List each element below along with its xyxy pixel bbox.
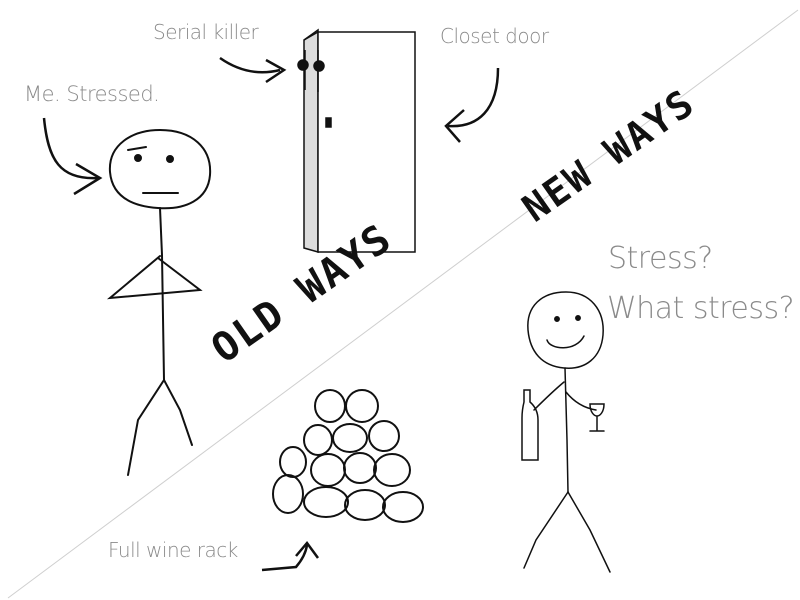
wine-bottle-end: [382, 491, 424, 523]
wine-bottle-end: [344, 489, 386, 521]
relaxed-body: [564, 367, 569, 493]
relaxed-left-leg: [523, 491, 569, 569]
stressed-body: [159, 207, 165, 381]
stressed-right-eye: [166, 155, 174, 163]
wine-bottle-end: [373, 453, 411, 487]
stressed-stick-figure: [106, 128, 212, 476]
closet-top-edge: [303, 31, 319, 41]
what-stress-label: What stress?: [607, 291, 795, 326]
stressed-left-brow: [127, 146, 147, 151]
relaxed-left-eye: [554, 316, 560, 322]
relaxed-left-arm: [533, 381, 565, 411]
closet-door-handle: [325, 117, 332, 128]
relaxed-right-arm: [565, 391, 597, 411]
wine-bottle-end: [332, 423, 368, 453]
closet-door-label: Closet door: [440, 24, 549, 48]
stressed-crossed-arms: [106, 255, 203, 300]
closet-front-panel: [317, 31, 416, 253]
wine-bottle-end: [279, 446, 307, 478]
relaxed-right-leg: [567, 491, 611, 573]
wine-bottle-end: [310, 453, 346, 487]
me-stressed-arrowhead: [73, 162, 103, 196]
killer-right-eye: [313, 60, 325, 72]
wine-rack-arrowhead: [295, 540, 320, 559]
wine-bottle-end: [303, 486, 349, 518]
stressed-left-leg: [127, 379, 165, 476]
relaxed-head: [527, 291, 604, 369]
serial-killer-peeking: [297, 50, 325, 92]
wine-bottle-end: [314, 389, 346, 423]
killer-left-eye: [297, 59, 309, 71]
wine-bottle: [521, 389, 539, 461]
wine-bottle-end: [345, 389, 379, 423]
me-stressed-arrow: [42, 117, 99, 180]
wine-bottle-end: [343, 452, 377, 484]
diagonal-divider: [7, 9, 799, 599]
closet-door-arrow: [447, 67, 500, 128]
stressed-right-leg: [163, 379, 193, 446]
relaxed-stick-figure: [521, 291, 611, 573]
closet-door: [303, 28, 416, 253]
full-wine-rack-label: Full wine rack: [108, 538, 238, 562]
relaxed-smile: [546, 335, 585, 349]
wine-bottle-end: [303, 424, 333, 456]
serial-killer-arrow: [219, 56, 281, 74]
serial-killer-arrowhead: [265, 58, 287, 84]
wine-glass: [589, 403, 605, 432]
relaxed-right-eye: [575, 315, 581, 321]
wine-rack: [272, 389, 424, 523]
me-stressed-label: Me. Stressed.: [24, 82, 160, 106]
closet-door-arrowhead: [444, 109, 465, 143]
wine-bottle-end: [272, 474, 304, 514]
stressed-left-eye: [134, 154, 142, 162]
serial-killer-label: Serial killer: [153, 20, 259, 44]
wine-bottle-end: [368, 420, 400, 452]
stress-question-label: Stress?: [608, 241, 713, 276]
stressed-head: [108, 128, 212, 210]
wine-rack-arrow: [261, 544, 309, 572]
